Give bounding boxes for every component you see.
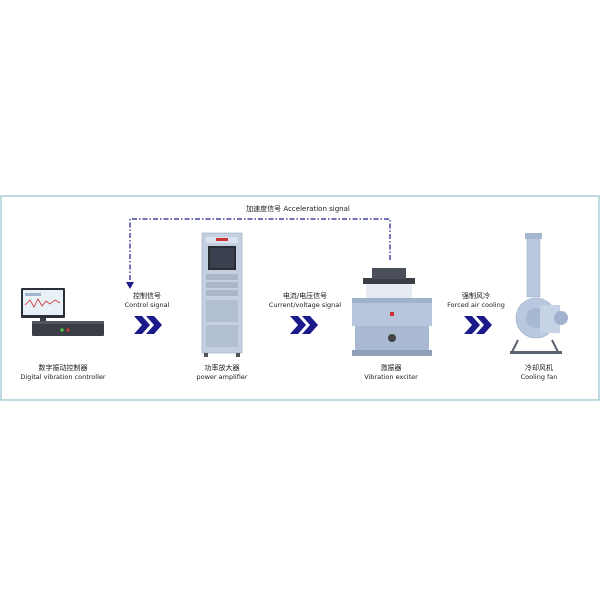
- digital-vibration-controller-label: 数字振动控制器 Digital vibration controller: [20, 364, 106, 381]
- cooling-fan-icon: [510, 233, 568, 354]
- vibration-exciter-icon: [352, 268, 432, 356]
- diagram-frame: [0, 195, 600, 401]
- acceleration-feedback-line: [129, 218, 391, 284]
- current-voltage-signal-label: 电流/电压信号 Current/voltage signal: [268, 292, 342, 309]
- feedback-arrowhead: [126, 282, 134, 289]
- digital-vibration-controller-icon: [21, 288, 104, 336]
- arrow-controller-to-amplifier: [134, 316, 162, 334]
- vibration-exciter-label: 激振器 Vibration exciter: [364, 364, 418, 381]
- power-amplifier-label: 功率放大器 power amplifier: [196, 364, 248, 381]
- cooling-fan-label: 冷却风机 Cooling fan: [520, 364, 558, 381]
- acceleration-signal-label: 加速度信号 Acceleration signal: [246, 205, 350, 213]
- forced-air-cooling-label: 强制风冷 Forced air cooling: [447, 292, 505, 309]
- arrow-fan-to-exciter: [464, 316, 492, 334]
- arrow-amplifier-to-exciter: [290, 316, 318, 334]
- power-amplifier-icon: [201, 232, 243, 357]
- control-signal-label: 控制信号 Control signal: [124, 292, 170, 309]
